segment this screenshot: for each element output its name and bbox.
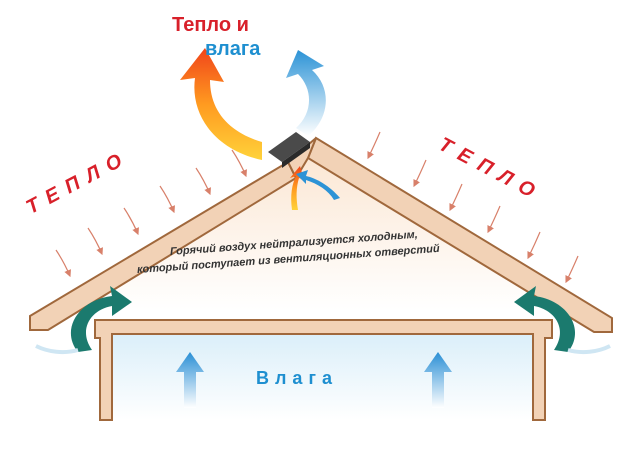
roof-left-slope <box>29 160 298 331</box>
attic-air <box>60 150 580 310</box>
moisture-up-arrow-right-icon <box>424 352 452 408</box>
title-heat-text: Тепло и <box>172 14 249 36</box>
heat-ray-arrow-icon <box>565 255 579 284</box>
moisture-label: Влага <box>256 368 338 388</box>
heat-ray-arrow-icon <box>527 231 541 260</box>
heat-rays-right <box>367 131 579 284</box>
inner-moist-arrow-icon <box>296 170 340 200</box>
heat-rays-left <box>55 149 247 278</box>
heat-ray-arrow-icon <box>195 167 211 196</box>
room-air <box>110 330 535 420</box>
warm-air-arrow-icon <box>180 48 262 160</box>
title-moisture-text: влага <box>205 38 261 60</box>
airflow-left-arrow-icon <box>35 286 132 355</box>
heat-ray-arrow-icon <box>123 207 139 236</box>
heat-ray-arrow-icon <box>231 149 247 178</box>
heat-ray-arrow-icon <box>449 183 463 212</box>
heat-ray-arrow-icon <box>367 131 381 160</box>
heat-ray-arrow-icon <box>413 159 427 188</box>
airflow-right-arrow-icon <box>514 286 611 355</box>
ridge-vent-icon <box>268 132 310 168</box>
ceiling-and-walls <box>94 319 553 421</box>
moisture-up-arrow-left-icon <box>176 352 204 408</box>
heat-ray-arrow-icon <box>159 185 175 214</box>
heat-ray-arrow-icon <box>487 205 501 234</box>
heat-ray-arrow-icon <box>55 249 71 278</box>
moist-air-arrow-icon <box>286 50 326 136</box>
heat-ray-arrow-icon <box>87 227 103 256</box>
